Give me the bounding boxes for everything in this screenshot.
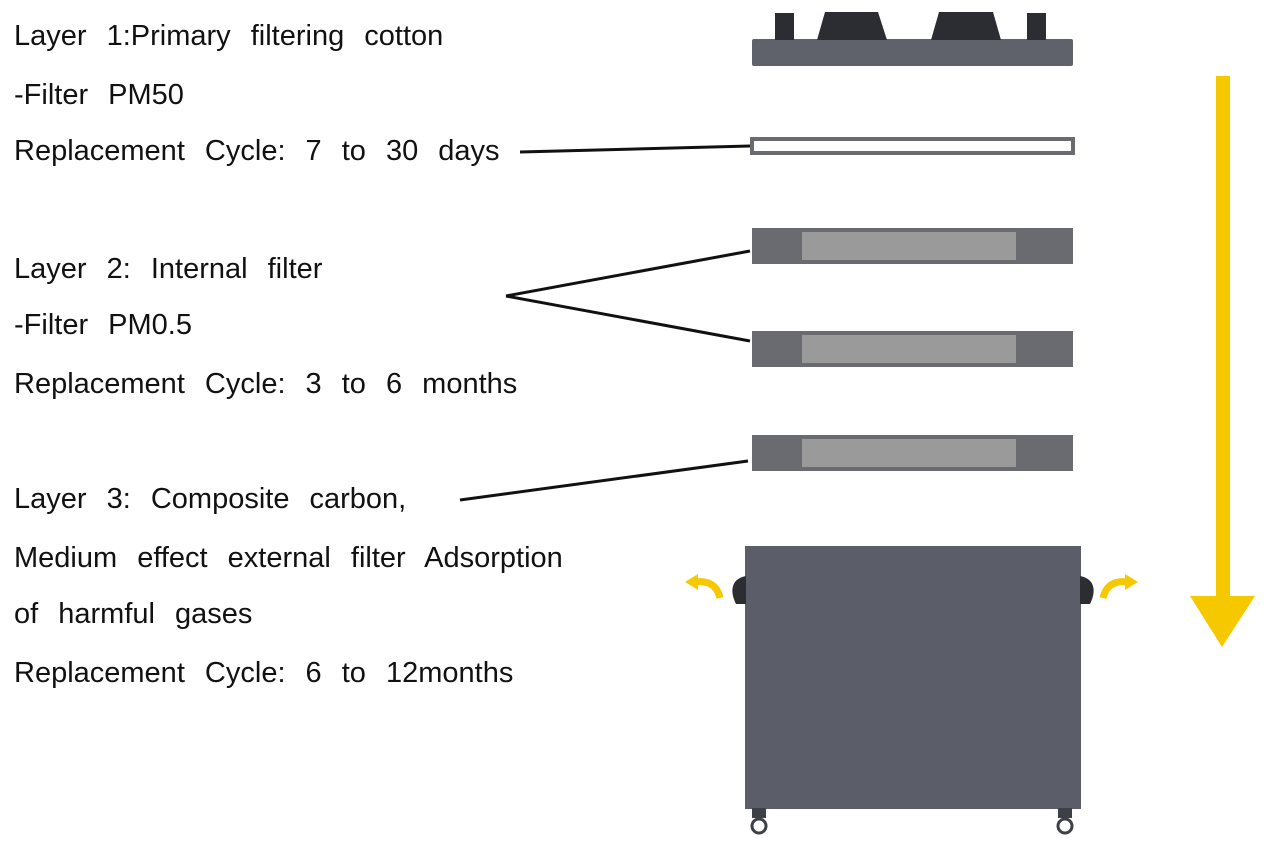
caster-left: [750, 808, 768, 835]
curved-arrow-left-head: [685, 574, 698, 590]
caster-mount: [752, 808, 766, 818]
leader-line-layer-3: [459, 459, 749, 502]
filter-core: [802, 335, 1016, 363]
caster-mount: [1058, 808, 1072, 818]
top-cap-handle-right: [931, 12, 1001, 40]
layer-2-filter: -Filter PM0.5: [14, 309, 192, 341]
layer-3-cycle: Replacement Cycle: 6 to 12months: [14, 657, 514, 689]
layer-1-filter: -Filter PM50: [14, 79, 184, 111]
curved-arrow-icon: [685, 574, 1138, 600]
leader-line-layer-1: [519, 144, 751, 154]
layer-3-description-line2: of harmful gases: [14, 598, 253, 630]
filter-core: [802, 439, 1016, 467]
top-cap-plate: [752, 39, 1073, 66]
layer-2-filter-lower: [752, 331, 1073, 367]
layer-1-cycle: Replacement Cycle: 7 to 30 days: [14, 135, 500, 167]
housing-body: [745, 546, 1081, 809]
flow-arrow-head: [1190, 596, 1255, 647]
layer-1-cotton-sheet: [750, 137, 1075, 155]
leader-line-layer-2-upper: [505, 249, 751, 298]
top-cap-handle-left: [817, 12, 887, 40]
layer-2-filter-upper: [752, 228, 1073, 264]
caster-wheel: [750, 817, 768, 835]
curved-arrow-right-head: [1125, 574, 1138, 590]
top-cap-post-left: [775, 13, 794, 40]
layer-1-title: Layer 1:Primary filtering cotton: [14, 20, 444, 52]
filter-core: [802, 232, 1016, 260]
top-cap-post-right: [1027, 13, 1046, 40]
top-cap: [752, 12, 1073, 66]
main-housing: [732, 546, 1094, 835]
leader-line-layer-2-lower: [505, 294, 751, 343]
caster-right: [1056, 808, 1074, 835]
layer-3-carbon-filter: [752, 435, 1073, 471]
down-arrow-icon: [1190, 76, 1255, 647]
curved-arrow-right-path: [1099, 578, 1129, 600]
layer-2-title: Layer 2: Internal filter: [14, 253, 323, 285]
curved-arrow-left-path: [694, 578, 724, 600]
latch-right: [1080, 576, 1094, 604]
leader-lines: [459, 144, 751, 502]
layer-3-description-line1: Medium effect external filter Adsorption: [14, 542, 563, 574]
layer-2-cycle: Replacement Cycle: 3 to 6 months: [14, 368, 518, 400]
latch-left: [732, 576, 746, 604]
caster-wheel: [1056, 817, 1074, 835]
flow-arrow-shaft: [1216, 76, 1230, 600]
layer-3-title: Layer 3: Composite carbon,: [14, 483, 407, 515]
